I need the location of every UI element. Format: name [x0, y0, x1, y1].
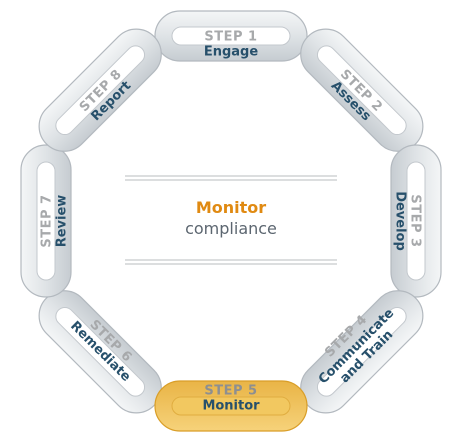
step-number: STEP 1 [204, 30, 257, 45]
step-name: Develop [393, 191, 408, 251]
chain-link-hole [36, 161, 56, 281]
chain-link-step-3 [390, 144, 442, 298]
chain-link-hole [316, 306, 407, 397]
step-number: STEP 5 [204, 384, 257, 399]
step-name: Engage [204, 44, 259, 59]
center-panel: Monitor compliance [125, 175, 337, 265]
center-subtitle: compliance [185, 219, 277, 238]
step-name: Review [54, 195, 69, 248]
chain-link-step-7 [20, 144, 72, 298]
chain-link-hole [171, 26, 291, 46]
step-number: STEP 7 [40, 194, 55, 247]
chain-link-step-6 [38, 290, 162, 414]
chain-link-hole [171, 396, 291, 416]
center-title: Monitor [196, 198, 266, 217]
chain-link-step-8 [38, 28, 162, 152]
chain-link-step-5 [154, 380, 308, 432]
step-number: STEP 3 [407, 194, 422, 247]
step-name: Monitor [202, 398, 260, 413]
chain-link-hole [406, 161, 426, 281]
chain-link-step-1 [154, 10, 308, 62]
chain-links [20, 10, 442, 432]
chain-link-hole [55, 45, 146, 136]
